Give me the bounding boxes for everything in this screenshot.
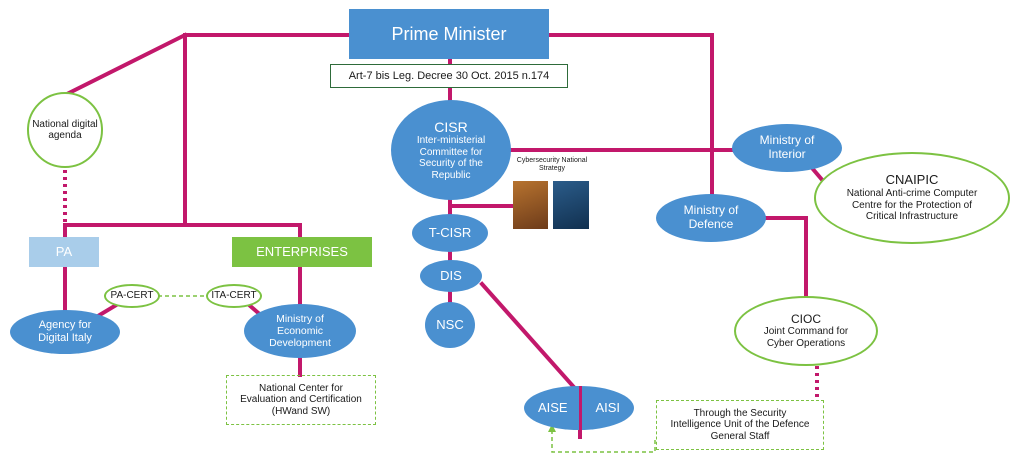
national-digital-agenda-label: National digital agenda (32, 118, 98, 142)
ministry-economic-development-ellipse: Ministry of Economic Development (244, 304, 356, 358)
ministry-interior-ellipse: Ministry of Interior (732, 124, 842, 172)
cnaipic-title: CNAIPIC (885, 172, 939, 188)
cnaipic-subtitle: National Anti-crime Computer Centre for … (846, 188, 978, 223)
cnaipic-ellipse: CNAIPIC National Anti-crime Computer Cen… (814, 152, 1010, 244)
arrow-head-icon (548, 424, 556, 432)
cisr-title: CISR (434, 118, 468, 135)
pa-box: PA (29, 237, 99, 267)
pa-cert-ellipse: PA-CERT (104, 284, 160, 308)
agency-digital-italy-ellipse: Agency for Digital Italy (10, 310, 120, 354)
aisi-label: AISI (595, 399, 621, 415)
t-cisr-label: T-CISR (428, 224, 472, 240)
national-center-evaluation-box: National Center for Evaluation and Certi… (226, 375, 376, 425)
national-digital-agenda-circle: National digital agenda (27, 92, 103, 168)
agency-digital-italy-label: Agency for Digital Italy (38, 319, 92, 344)
pa-label: PA (55, 243, 73, 259)
cisr-subtitle: Inter-ministerial Committee for Security… (416, 135, 486, 181)
t-cisr-ellipse: T-CISR (412, 214, 488, 252)
nsc-circle: NSC (425, 302, 475, 348)
aise-label: AISE (537, 399, 568, 415)
prime-minister-label: Prime Minister (391, 23, 507, 44)
cioc-ellipse: CIOC Joint Command for Cyber Operations (734, 296, 878, 366)
nsc-label: NSC (436, 316, 464, 332)
dis-circle: DIS (420, 260, 482, 292)
cisr-circle: CISR Inter-ministerial Committee for Sec… (391, 100, 511, 200)
security-unit-label: Through the Security Intelligence Unit o… (670, 407, 810, 442)
ministry-interior-label: Ministry of Interior (759, 133, 815, 161)
prime-minister-box: Prime Minister (349, 9, 549, 59)
strategy-label: Cybersecurity National Strategy (516, 157, 588, 173)
strategy-book-cover-left (513, 181, 548, 229)
connector (95, 301, 121, 319)
ita-cert-label: ITA-CERT (211, 290, 257, 302)
aise-aisi-divider (579, 386, 582, 430)
security-unit-box: Through the Security Intelligence Unit o… (656, 400, 824, 450)
strategy-book-cover-right (553, 181, 589, 229)
decree-box: Art-7 bis Leg. Decree 30 Oct. 2015 n.174 (330, 64, 568, 88)
enterprises-label: ENTERPRISES (256, 243, 348, 259)
cioc-title: CIOC (791, 311, 821, 326)
dis-label: DIS (440, 267, 462, 283)
ita-cert-ellipse: ITA-CERT (206, 284, 262, 308)
cioc-subtitle: Joint Command for Cyber Operations (763, 326, 849, 349)
ministry-economic-development-label: Ministry of Economic Development (269, 312, 331, 350)
connector (479, 281, 583, 397)
decree-label: Art-7 bis Leg. Decree 30 Oct. 2015 n.174 (348, 69, 550, 82)
ministry-defence-label: Ministry of Defence (683, 203, 739, 231)
ministry-defence-ellipse: Ministry of Defence (656, 194, 766, 242)
dashed-connector (551, 430, 656, 453)
enterprises-box: ENTERPRISES (232, 237, 372, 267)
national-center-evaluation-label: National Center for Evaluation and Certi… (240, 382, 362, 417)
pa-cert-label: PA-CERT (110, 290, 154, 302)
